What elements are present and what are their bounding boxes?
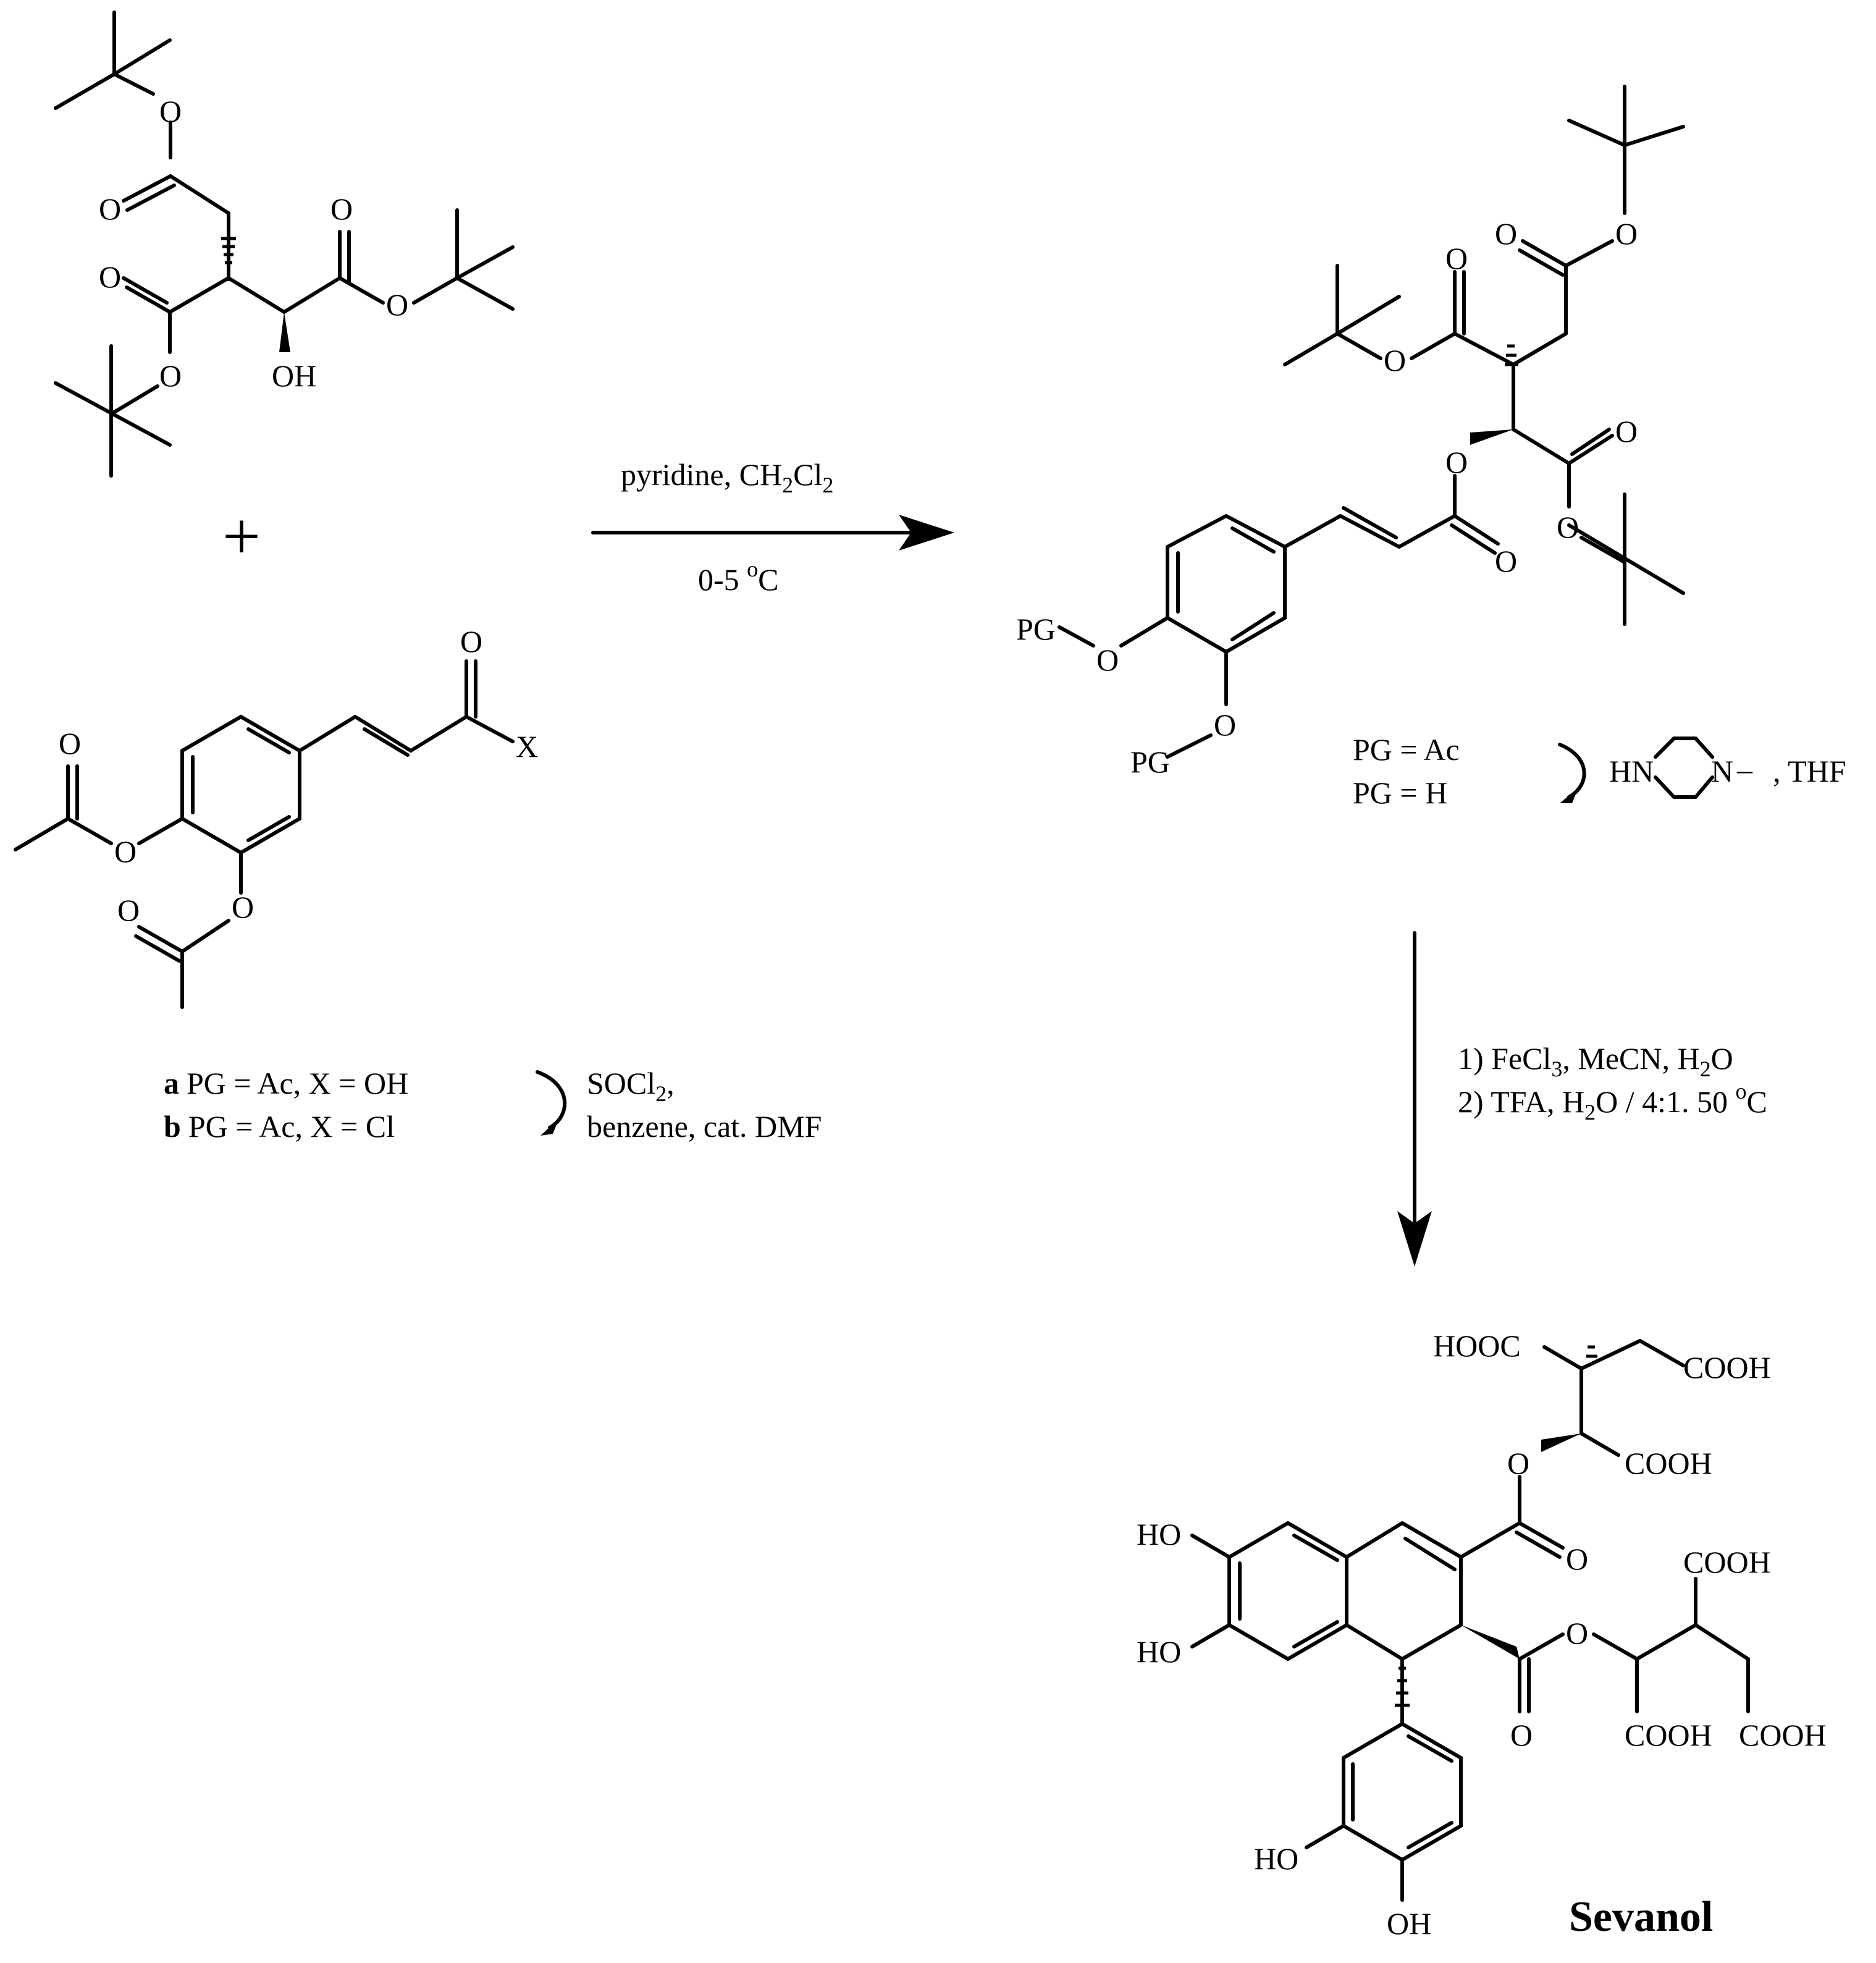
atom-label: O	[1096, 643, 1119, 677]
atom-label: O	[232, 890, 254, 924]
svg-text:–: –	[1736, 752, 1753, 787]
svg-text:O: O	[1507, 1446, 1529, 1480]
plus-sign: +	[222, 499, 261, 574]
atom-label: OH	[272, 358, 316, 393]
svg-text:O: O	[1566, 1616, 1588, 1650]
curved-arrow-icon	[536, 1070, 567, 1129]
curved-arrow-icon	[1558, 743, 1586, 799]
atom-label: O	[386, 287, 408, 322]
svg-text:benzene, cat. DMF: benzene, cat. DMF	[587, 1109, 822, 1144]
atom-label: O	[1445, 241, 1468, 276]
reactant-diacetylcaffeoyl: O X O O O O	[14, 624, 538, 1009]
atom-label: O	[1615, 216, 1638, 251]
svg-text:aPG = Ac, X = OH: aPG = Ac, X = OH	[164, 1066, 408, 1100]
pg-variants: PG = Ac PG = H	[1353, 732, 1460, 810]
atom-label: X	[516, 729, 538, 764]
svg-text:1) FeCl3, MeCN, H2O: 1) FeCl3, MeCN, H2O	[1458, 1041, 1733, 1081]
product-caffeoyl-isocitrate-ester: O O O O O O O O O PG O PG	[1016, 85, 1685, 779]
atom-label: O	[460, 624, 482, 659]
atom-label: O	[1615, 414, 1638, 449]
atom-label: O	[1557, 510, 1579, 544]
reactant-isocitrate-ester: O O O O O O OH	[54, 11, 515, 478]
svg-text:COOH: COOH	[1625, 1446, 1712, 1480]
svg-text:SOCl2,: SOCl2,	[587, 1066, 675, 1106]
svg-text:COOH: COOH	[1739, 1718, 1827, 1752]
reaction-arrow-step1: pyridine, CH2Cl2 0-5 oC	[591, 457, 954, 597]
arrowhead-icon	[1560, 788, 1578, 803]
svg-text:2) TFA, H2O / 4:1. 50 oC: 2) TFA, H2O / 4:1. 50 oC	[1458, 1079, 1767, 1125]
pg-label: PG	[1130, 745, 1170, 779]
atom-label: O	[1214, 707, 1236, 742]
svg-text:PG = H: PG = H	[1353, 775, 1447, 810]
atom-label: O	[59, 726, 81, 761]
atom-label: O	[159, 94, 182, 129]
atom-label: O	[117, 893, 140, 927]
svg-text:HOOC: HOOC	[1433, 1328, 1521, 1363]
atom-label: O	[159, 358, 182, 393]
compound-name: Sevanol	[1569, 1893, 1713, 1941]
svg-text:COOH: COOH	[1625, 1718, 1712, 1752]
reagent-n-methylpiperazine: HN N – , THF	[1609, 737, 1846, 799]
svg-text:, THF: , THF	[1773, 754, 1846, 788]
svg-text:bPG = Ac, X = Cl: bPG = Ac, X = Cl	[164, 1109, 395, 1144]
atom-label: O	[1495, 216, 1517, 251]
atom-label: O	[1445, 445, 1468, 479]
svg-text:COOH: COOH	[1683, 1350, 1771, 1385]
svg-text:0-5 oC: 0-5 oC	[698, 557, 779, 597]
atom-label: O	[1495, 544, 1517, 578]
svg-text:HO: HO	[1137, 1517, 1181, 1551]
svg-text:OH: OH	[1387, 1906, 1431, 1941]
reaction-arrow-step2: 1) FeCl3, MeCN, H2O 2) TFA, H2O / 4:1. 5…	[1397, 931, 1767, 1267]
atom-label: O	[114, 834, 137, 869]
svg-text:O: O	[1510, 1718, 1533, 1752]
svg-text:O: O	[1566, 1542, 1588, 1576]
svg-text:N: N	[1711, 754, 1733, 788]
reagent-socl2: SOCl2, benzene, cat. DMF	[587, 1066, 822, 1144]
svg-text:pyridine, CH2Cl2: pyridine, CH2Cl2	[621, 457, 833, 497]
svg-text:HO: HO	[1137, 1634, 1181, 1669]
svg-text:HO: HO	[1254, 1841, 1298, 1876]
pg-label: PG	[1016, 612, 1056, 646]
svg-text:PG = Ac: PG = Ac	[1353, 732, 1460, 767]
svg-text:COOH: COOH	[1683, 1545, 1771, 1579]
product-sevanol: HOOC COOH O COOH O HO HO COOH O O COOH C…	[1137, 1328, 1827, 1941]
atom-label: O	[330, 192, 353, 226]
atom-label: O	[99, 192, 121, 226]
arrowhead-icon	[541, 1118, 559, 1136]
atom-label: O	[99, 260, 121, 294]
atom-label: O	[1384, 343, 1406, 378]
svg-text:HN: HN	[1609, 754, 1654, 788]
